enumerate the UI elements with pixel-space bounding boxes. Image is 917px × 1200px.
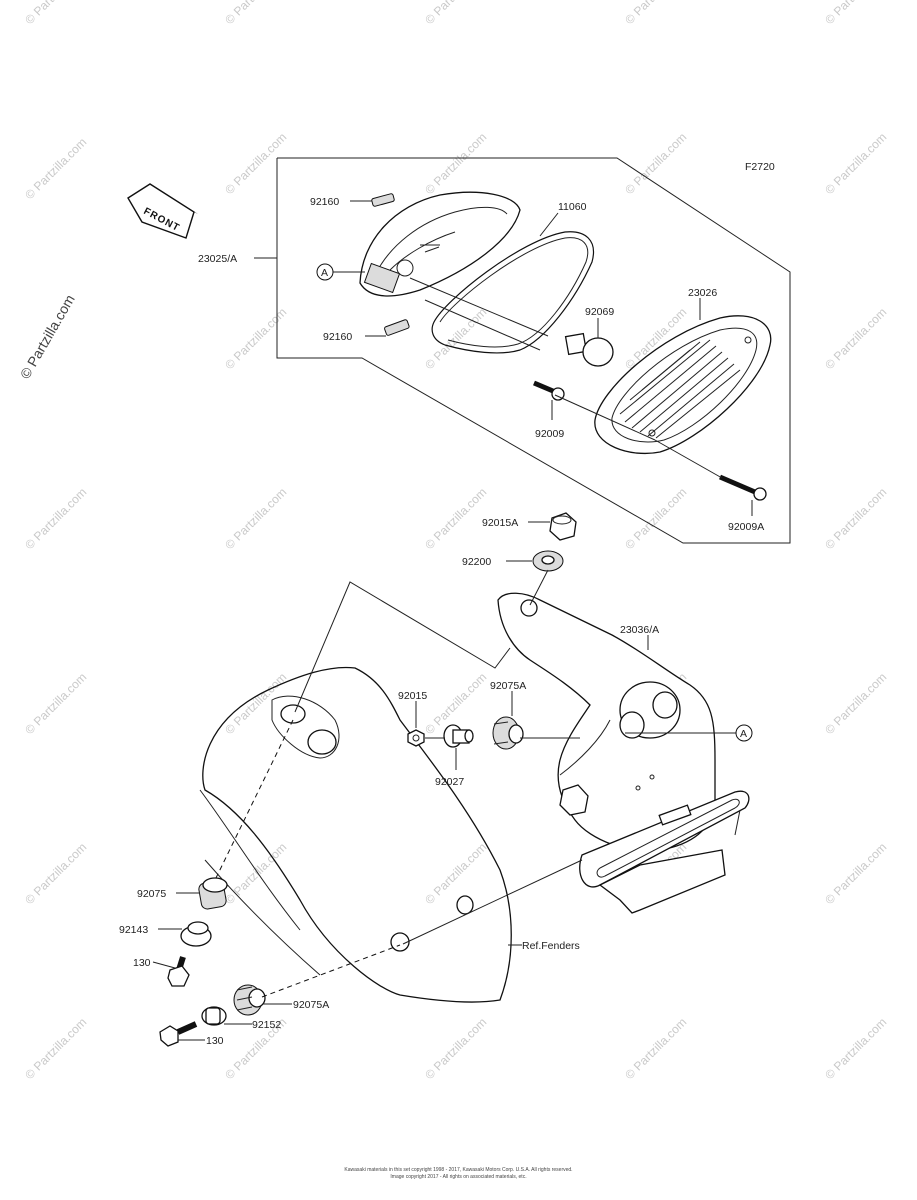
collar-92027	[443, 724, 474, 748]
watermark: © Partzilla.com	[822, 130, 889, 197]
watermark: © Partzilla.com	[622, 1015, 689, 1082]
watermark: © Partzilla.com	[822, 1015, 889, 1082]
screw-92009	[533, 380, 565, 401]
callout-a-label: A	[321, 267, 328, 279]
part-label: 130	[133, 957, 151, 969]
watermark: © Partzilla.com	[222, 670, 289, 737]
part-label: 92200	[462, 556, 491, 568]
part-label: 92015A	[482, 517, 518, 529]
watermark: © Partzilla.com	[822, 0, 889, 27]
watermark: © Partzilla.com	[422, 485, 489, 552]
part-label: 92069	[585, 306, 614, 318]
grommet-92075	[198, 877, 228, 910]
watermark: © Partzilla.com	[22, 0, 89, 27]
watermark: © Partzilla.com	[22, 1015, 89, 1082]
nut-92015	[407, 729, 425, 747]
callout-a-label: A	[740, 728, 747, 740]
tail-light-housing	[359, 191, 521, 297]
watermark: © Partzilla.com	[22, 485, 89, 552]
part-label: 92160	[323, 331, 352, 343]
part-label: 92075	[137, 888, 166, 900]
screw-92009A	[719, 474, 767, 501]
part-label: 92160	[310, 196, 339, 208]
watermark: © Partzilla.com	[622, 130, 689, 197]
rear-fender	[199, 666, 512, 1003]
part-label: 23036/A	[620, 624, 659, 636]
watermark: © Partzilla.com	[222, 130, 289, 197]
gasket-11060	[431, 231, 594, 354]
pin-92160-bottom	[384, 319, 410, 336]
part-label: 92075A	[293, 999, 329, 1011]
watermark: © Partzilla.com	[822, 485, 889, 552]
part-label: 23025/A	[198, 253, 237, 265]
bolt-130-bottom	[159, 1021, 198, 1047]
part-label: 23026	[688, 287, 717, 299]
watermark: © Partzilla.com	[622, 0, 689, 27]
bracket-23036A	[497, 592, 716, 852]
lens-23026	[594, 315, 772, 455]
part-label: 130	[206, 1035, 224, 1047]
watermark: © Partzilla.com	[422, 1015, 489, 1082]
part-label: 92009	[535, 428, 564, 440]
copyright-line-2: Image copyright 2017 - All rights on ass…	[390, 1174, 527, 1180]
watermark: © Partzilla.com	[22, 840, 89, 907]
part-label: 92027	[435, 776, 464, 788]
bulb-92069	[564, 332, 614, 367]
watermark: © Partzilla.com	[22, 670, 89, 737]
copyright-line-1: Kawasaki materials in this set copyright…	[344, 1167, 573, 1173]
watermark: © Partzilla.com	[422, 840, 489, 907]
watermark: © Partzilla.com	[222, 840, 289, 907]
grommet-92075A-top	[492, 716, 524, 750]
front-arrow-icon: FRONT	[127, 183, 198, 239]
part-label: 92152	[252, 1019, 281, 1031]
watermark: © Partzilla.com	[822, 670, 889, 737]
watermark: © Partzilla.com	[22, 135, 89, 202]
nut-92015A	[549, 512, 577, 541]
assembly-frame	[276, 157, 791, 544]
part-label: 92143	[119, 924, 148, 936]
watermark: © Partzilla.com	[422, 130, 489, 197]
grommet-92075A-bottom	[233, 984, 266, 1016]
license-plate-bracket	[579, 790, 750, 914]
watermark: © Partzilla.com	[222, 485, 289, 552]
part-label: 92075A	[490, 680, 526, 692]
collar-92152	[201, 1006, 227, 1026]
watermark: © Partzilla.com	[222, 0, 289, 27]
part-label: 92015	[398, 690, 427, 702]
pin-92160-top	[371, 193, 395, 207]
watermark: © Partzilla.com	[422, 0, 489, 27]
watermark: © Partzilla.com	[622, 485, 689, 552]
callout-a-lower: A	[625, 724, 753, 742]
collar-92143	[180, 921, 212, 947]
watermark: © Partzilla.com	[222, 305, 289, 372]
washer-92200	[532, 550, 564, 572]
watermark-side: © Partzilla.com	[17, 292, 78, 382]
part-label: 92009A	[728, 521, 764, 533]
watermark: © Partzilla.com	[822, 305, 889, 372]
watermark: © Partzilla.com	[422, 305, 489, 372]
part-labels: 92160 11060 23025/A 92160 92069 23026 92…	[119, 196, 764, 1047]
watermark: © Partzilla.com	[822, 840, 889, 907]
diagram-code: F2720	[745, 161, 775, 173]
callout-a-upper: A	[316, 263, 365, 281]
bolt-130-top	[167, 956, 190, 987]
part-label: 11060	[558, 201, 587, 213]
part-label: Ref.Fenders	[522, 940, 580, 952]
